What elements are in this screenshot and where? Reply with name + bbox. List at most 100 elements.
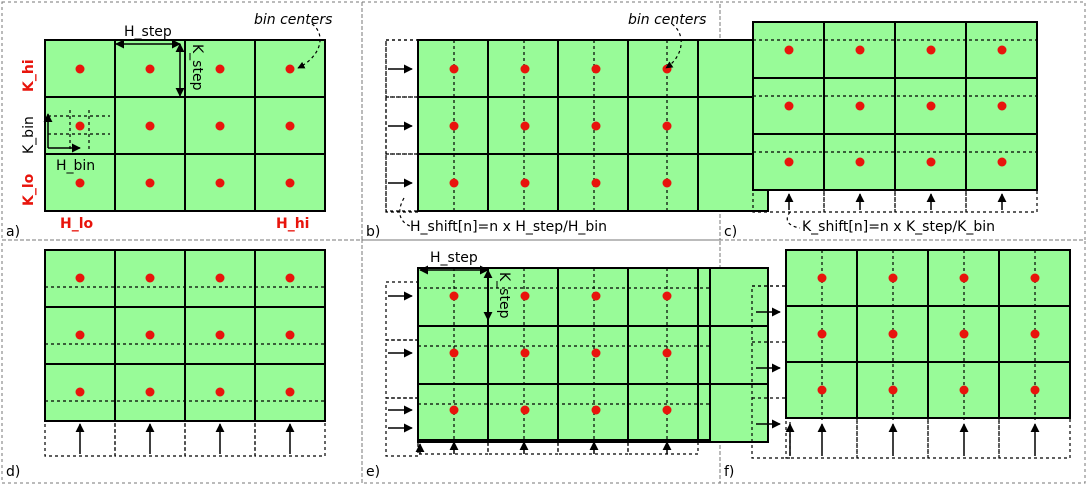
shift-dash-box — [785, 417, 858, 459]
bin-center-dot — [449, 405, 459, 415]
bin-cell — [487, 96, 559, 155]
bin-center-dot — [817, 273, 827, 283]
bin-center-dot — [215, 273, 225, 283]
bin-center-dot — [662, 348, 672, 358]
bin-center-dot — [449, 348, 459, 358]
panel-f: f) — [724, 249, 1071, 480]
shift-dash-box — [823, 189, 896, 213]
bin-grid-f — [751, 249, 1071, 459]
panel-e: H_step K_step e) — [366, 250, 769, 480]
bin-center-dot — [520, 348, 530, 358]
bin-cell — [697, 325, 769, 385]
panel-c: K_shift[n]=n x K_step/K_bin c) — [724, 21, 1038, 240]
shift-dash-box — [385, 397, 419, 457]
bin-center-dot — [449, 121, 459, 131]
k-lo-label: K_lo — [21, 173, 37, 206]
bin-center-dot — [75, 64, 85, 74]
bin-center-dot — [959, 329, 969, 339]
bin-cell — [752, 133, 825, 191]
bin-center-dot — [997, 45, 1007, 55]
shift-dash-box — [385, 339, 419, 399]
bin-center-dot — [784, 157, 794, 167]
bin-center-dot — [449, 291, 459, 301]
bin-cell — [697, 267, 769, 327]
bin-center-dot — [520, 291, 530, 301]
panel-d: d) — [6, 249, 326, 480]
h-step-label-a: H_step — [124, 24, 172, 40]
bin-center-dot — [1030, 273, 1040, 283]
bin-center-dot — [784, 101, 794, 111]
bin-center-dot — [662, 405, 672, 415]
shift-dash-box — [385, 281, 419, 341]
bin-center-dot — [520, 178, 530, 188]
bin-center-dot — [285, 121, 295, 131]
shift-dash-box — [184, 420, 256, 457]
h-shift-pointer — [399, 197, 411, 227]
panel-e-frame — [361, 239, 721, 484]
h-lo-label: H_lo — [60, 216, 94, 232]
bin-center-dot — [145, 121, 155, 131]
bin-center-dot — [591, 178, 601, 188]
shift-dash-box — [894, 189, 967, 213]
bin-center-dot — [520, 64, 530, 74]
bin-centers-arrow-a — [297, 23, 321, 69]
bin-center-dot — [215, 178, 225, 188]
shift-dash-box — [114, 420, 186, 457]
bin-center-dot — [817, 329, 827, 339]
h-bin-label: H_bin — [56, 158, 95, 174]
bin-center-dot — [817, 385, 827, 395]
h-shift-label: H_shift[n]=n x H_step/H_bin — [410, 219, 607, 235]
shift-dash-box — [927, 417, 1000, 459]
shift-dash-box — [44, 420, 116, 457]
bin-center-dot — [520, 121, 530, 131]
bin-center-dot — [215, 387, 225, 397]
bin-center-dot — [520, 405, 530, 415]
bin-center-dot — [75, 178, 85, 188]
bin-center-dot — [591, 291, 601, 301]
panel-d-tag: d) — [6, 464, 20, 480]
bin-centers-arrow-b — [665, 23, 682, 69]
bin-center-dot — [75, 273, 85, 283]
bin-center-dot — [959, 273, 969, 283]
panel-b: bin centers H_shift[n]=n x H_step/H_bin … — [366, 12, 769, 240]
shift-dash-box — [856, 417, 929, 459]
bin-center-dot — [215, 330, 225, 340]
bin-grid-e — [385, 267, 769, 457]
k-step-label-a: K_step — [189, 44, 205, 91]
bin-center-dot — [855, 45, 865, 55]
bin-cell — [894, 21, 967, 79]
bin-center-dot — [285, 387, 295, 397]
bin-center-dot — [662, 121, 672, 131]
shift-dash-box — [752, 189, 825, 213]
bin-center-dot — [926, 101, 936, 111]
bin-center-dot — [662, 64, 672, 74]
k-shift-pointer — [786, 211, 801, 229]
bin-center-dot — [959, 385, 969, 395]
panel-c-tag: c) — [724, 224, 737, 240]
bin-center-dot — [784, 45, 794, 55]
bin-center-dot — [662, 291, 672, 301]
bin-center-dot — [888, 385, 898, 395]
bin-center-dot — [997, 157, 1007, 167]
bin-center-dot — [215, 64, 225, 74]
bin-center-dot — [75, 330, 85, 340]
bin-grid-b — [385, 39, 769, 213]
bin-center-dot — [926, 157, 936, 167]
bin-center-dot — [888, 273, 898, 283]
h-hi-label: H_hi — [276, 216, 309, 232]
bin-grid-a — [44, 39, 326, 212]
bin-center-dot — [449, 178, 459, 188]
bin-center-dot — [926, 45, 936, 55]
bin-center-dot — [75, 121, 85, 131]
k-shift-label: K_shift[n]=n x K_step/K_bin — [802, 219, 995, 235]
bin-center-dot — [591, 64, 601, 74]
bin-center-dot — [855, 157, 865, 167]
bin-center-dot — [145, 387, 155, 397]
bin-centers-label-a: bin centers — [254, 12, 332, 28]
panel-e-tag: e) — [366, 464, 380, 480]
panel-b-tag: b) — [366, 224, 380, 240]
bin-center-dot — [855, 101, 865, 111]
bin-center-dot — [285, 178, 295, 188]
bin-center-dot — [285, 273, 295, 283]
